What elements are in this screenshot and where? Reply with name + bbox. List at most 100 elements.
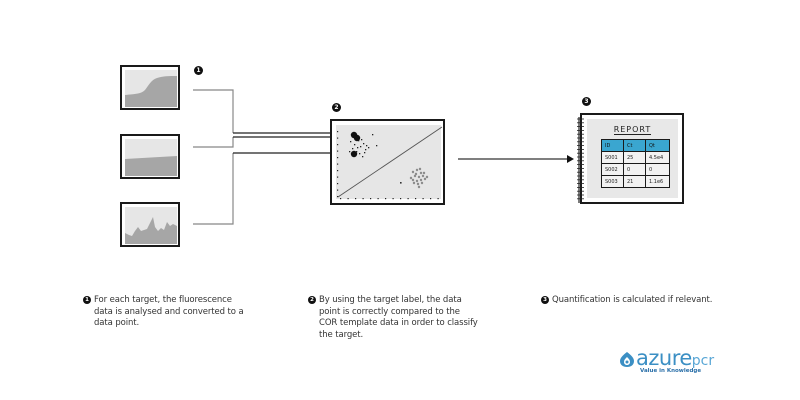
axis-tick: [337, 176, 339, 178]
report-row: S001 25 4.5e4: [601, 151, 670, 164]
target-data-point: [353, 134, 361, 142]
axis-tick: [340, 198, 342, 200]
cluster-point: [361, 139, 363, 141]
caption-line: COR template data in order to classify: [319, 318, 478, 328]
step-2-caption-badge: 2: [308, 296, 316, 304]
report-cell-id: S003: [601, 175, 624, 188]
cluster-point: [414, 172, 418, 176]
cluster-point: [415, 179, 419, 183]
axis-tick: [430, 198, 432, 200]
report-header-row: ID Ct Qt: [601, 139, 670, 152]
report-cell-ct: 21: [623, 175, 646, 188]
report-header-ct: Ct: [623, 139, 646, 152]
axis-tick: [370, 198, 372, 200]
step-1-badge: 1: [194, 66, 203, 75]
cluster-point: [419, 178, 423, 182]
axis-tick: [337, 137, 339, 139]
classification-line: [337, 126, 443, 198]
cluster-point: [365, 149, 367, 151]
cluster-point: [357, 147, 359, 149]
cluster-point: [421, 174, 425, 178]
cluster-point: [417, 175, 421, 179]
axis-tick: [337, 157, 339, 159]
cluster-point: [418, 167, 422, 171]
caption-line: data is analysed and converted to a: [94, 306, 244, 317]
axis-tick: [415, 198, 417, 200]
thumbnail-sigmoid-curve: [120, 65, 180, 110]
axis-tick: [362, 198, 364, 200]
outlier-point: [372, 134, 374, 136]
cluster-point: [360, 146, 362, 148]
arrow-head-icon: [567, 155, 574, 163]
axis-tick: [337, 196, 339, 198]
cluster-point: [417, 185, 421, 189]
cluster-point: [409, 176, 413, 180]
caption-text: Quantification is calculated if relevant…: [552, 295, 713, 305]
axis-tick: [355, 198, 357, 200]
axis-tick: [337, 170, 339, 172]
report-page: REPORT ID Ct Qt S001 25 4.5e4 S002 0 0 S…: [587, 119, 678, 198]
axis-tick: [337, 163, 339, 165]
brand-name: azure: [636, 346, 692, 370]
cluster-point: [415, 168, 419, 172]
cluster-point: [368, 147, 370, 149]
step-2-badge: 2: [332, 103, 341, 112]
report-header-id: ID: [601, 139, 624, 152]
cluster-point: [350, 141, 352, 143]
outlier-point: [400, 182, 402, 184]
report-cell-id: S001: [601, 151, 624, 164]
cluster-point: [356, 151, 358, 153]
brand-logo: azurepcr: [636, 348, 714, 372]
scatter-plot-frame: [330, 119, 445, 205]
cluster-point: [413, 174, 417, 178]
step-1-caption-badge: 1: [83, 296, 91, 304]
cluster-point: [349, 151, 351, 153]
axis-tick: [347, 198, 349, 200]
cluster-point: [362, 156, 364, 158]
cluster-point: [416, 182, 420, 186]
axis-tick: [437, 198, 439, 200]
caption-text: For each target, the fluorescence: [94, 295, 232, 305]
report-header-qt: Qt: [645, 139, 670, 152]
scatter-plot: [336, 125, 443, 200]
caption-line: data point.: [94, 318, 140, 328]
connector-line-2: [193, 137, 234, 148]
caption-line: point is correctly compared to the: [319, 306, 460, 317]
cluster-point: [422, 171, 426, 175]
report-cell-ct: 25: [623, 151, 646, 164]
axis-tick: [422, 198, 424, 200]
cluster-point: [420, 181, 424, 185]
cluster-point: [425, 175, 429, 179]
cluster-point: [419, 171, 423, 175]
axis-tick: [337, 183, 339, 185]
linear-curve-chart: [125, 139, 177, 176]
report-table: ID Ct Qt S001 25 4.5e4 S002 0 0 S003 21 …: [601, 139, 670, 188]
cluster-point: [423, 177, 427, 181]
report-cell-qt: 4.5e4: [645, 151, 670, 164]
report-document: REPORT ID Ct Qt S001 25 4.5e4 S002 0 0 S…: [577, 113, 684, 204]
cluster-point: [411, 178, 415, 182]
axis-tick: [392, 198, 394, 200]
step-3-caption-badge: 3: [541, 296, 549, 304]
brand-suffix: pcr: [691, 353, 715, 369]
cluster-point: [354, 144, 356, 146]
axis-tick: [385, 198, 387, 200]
cluster-point: [363, 143, 365, 145]
target-data-point: [350, 150, 358, 158]
axis-tick: [377, 198, 379, 200]
report-cell-ct: 0: [623, 163, 646, 176]
thumbnail-linear-curve: [120, 134, 180, 179]
report-cell-qt: 0: [645, 163, 670, 176]
connector-line-1: [193, 89, 234, 133]
brand-tagline: Value in Knowledge: [640, 368, 702, 374]
report-cell-id: S002: [601, 163, 624, 176]
axis-tick: [337, 150, 339, 152]
step-3-badge: 3: [582, 97, 591, 106]
spiral-binding-icon: [577, 117, 584, 203]
report-row: S003 21 1.1e6: [601, 175, 670, 188]
